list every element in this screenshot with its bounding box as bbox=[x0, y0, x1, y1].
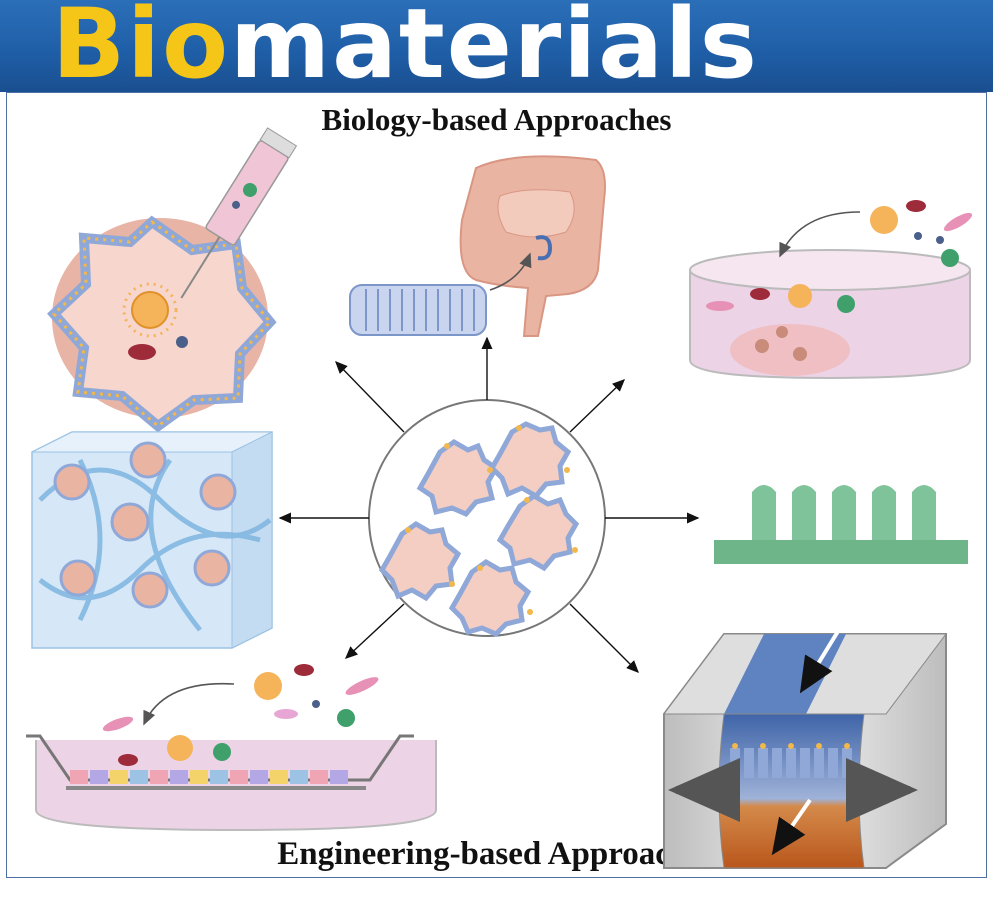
micropillar-icon bbox=[714, 485, 968, 564]
transwell-icon bbox=[26, 664, 436, 830]
intestine-icon bbox=[350, 156, 605, 336]
organ-chip-icon bbox=[664, 628, 946, 868]
syringe-icon bbox=[52, 128, 296, 426]
culture-dish-icon bbox=[690, 200, 974, 378]
hydrogel-cube-icon bbox=[32, 432, 272, 648]
organoid-cluster-icon bbox=[369, 400, 605, 636]
